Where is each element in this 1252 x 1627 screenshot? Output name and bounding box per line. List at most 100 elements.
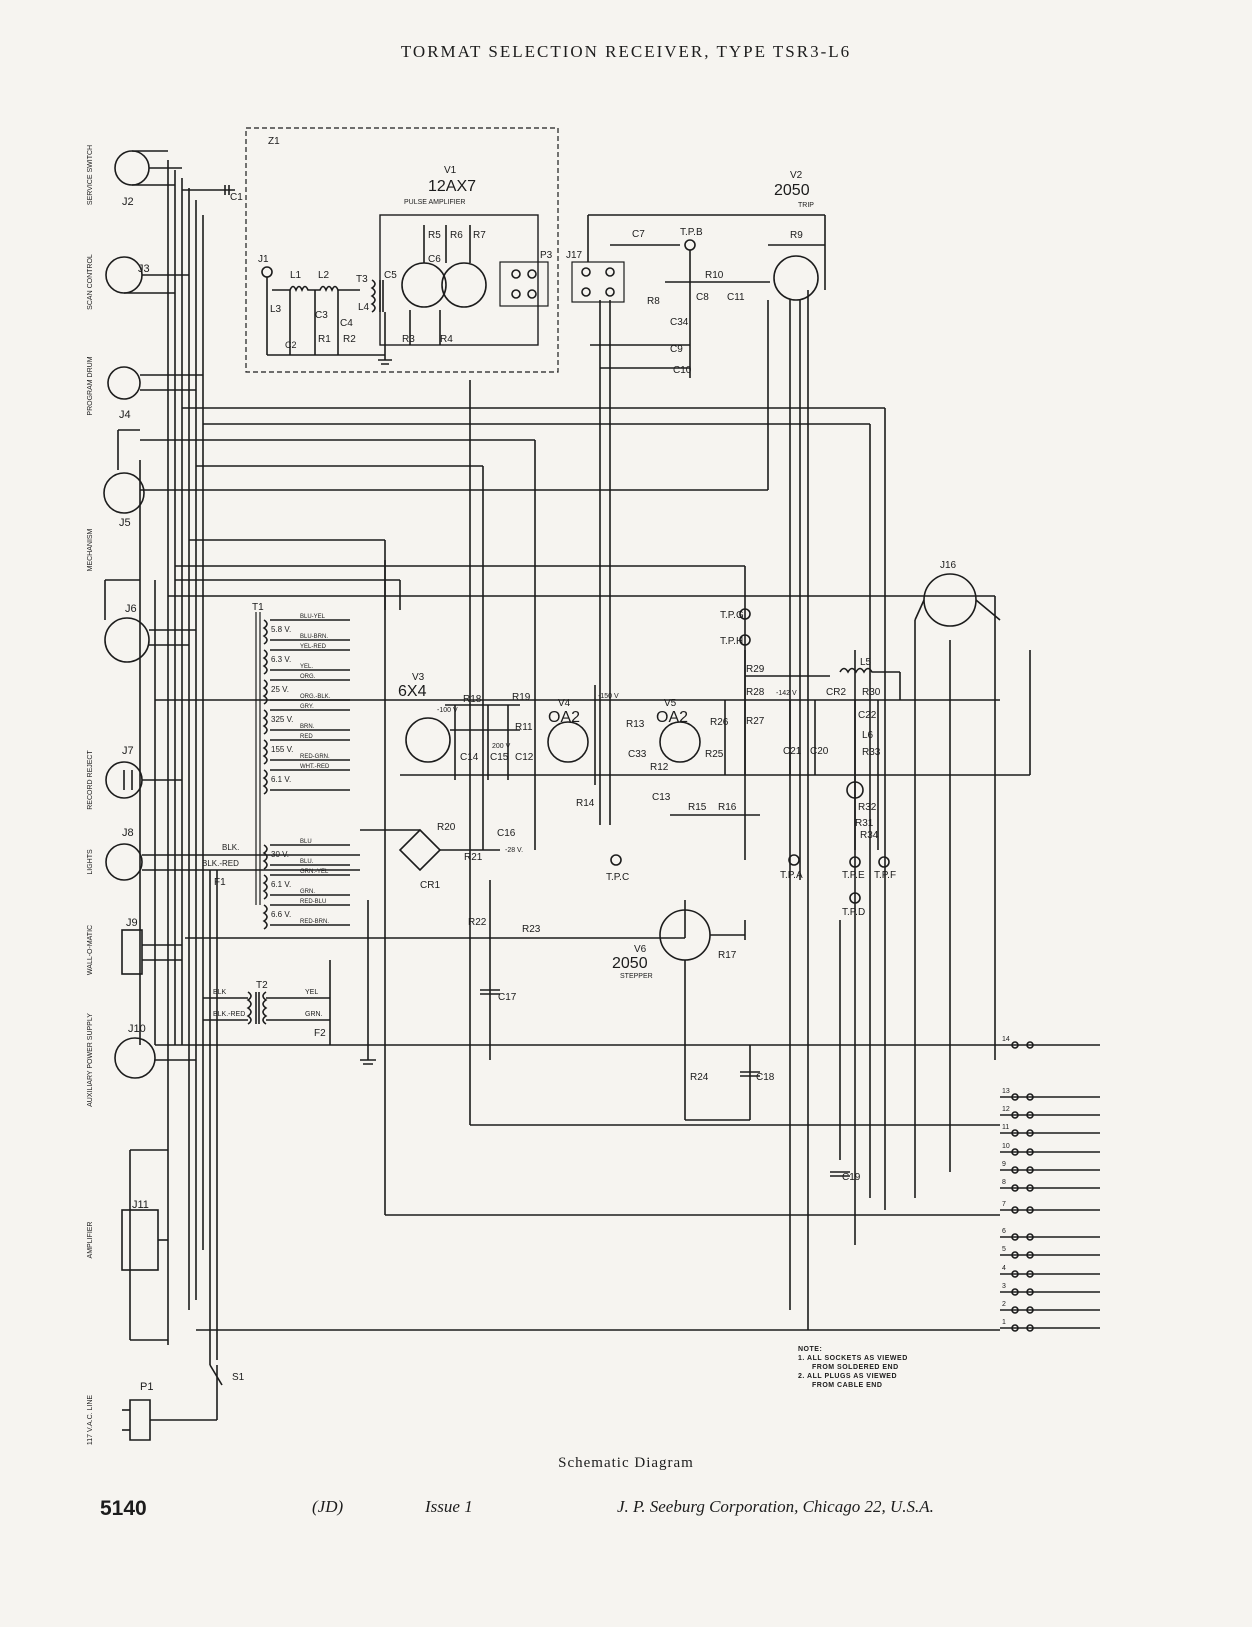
tpc-label: T.P.C — [606, 872, 629, 883]
label-auxiliary-power: AUXILIARY POWER SUPPLY — [87, 1013, 94, 1107]
j5-label: J5 — [119, 517, 131, 529]
j4-label: J4 — [119, 409, 131, 421]
c20-label: C20 — [810, 746, 829, 757]
t2-lead-blk: BLK — [213, 989, 227, 996]
v6-ref: V6 — [634, 944, 647, 955]
ground-symbol — [378, 359, 392, 365]
r28-label: R28 — [746, 687, 765, 698]
terminal-lug-b-9 — [1026, 1166, 1034, 1174]
v2-function: TRIP — [798, 202, 814, 209]
v2-type: 2050 — [774, 182, 810, 199]
r26-label: R26 — [710, 717, 729, 728]
winding-wire-a-1: YEL-RED — [300, 644, 327, 650]
r6-label: R6 — [450, 230, 463, 241]
r10-label: R10 — [705, 270, 724, 281]
f2-label: F2 — [314, 1028, 326, 1039]
v3-ref: V3 — [412, 672, 425, 683]
r29-label: R29 — [746, 664, 765, 675]
winding-wire-a-7: GRN.-YEL — [300, 869, 329, 875]
j6-socket — [104, 617, 150, 663]
r34-label: R34 — [860, 830, 879, 841]
r1-label: R1 — [318, 334, 331, 345]
winding-wire-a-4: RED — [300, 734, 313, 740]
c2-label: C2 — [285, 340, 297, 350]
terminal-lug-b-5 — [1026, 1251, 1034, 1259]
winding-voltage-4: 155 V. — [271, 745, 293, 754]
r13-label: R13 — [626, 719, 645, 730]
label-record-reject: RECORD REJECT — [87, 750, 94, 810]
winding-voltage-8: 6.6 V. — [271, 910, 291, 919]
terminal-number-8: 8 — [1002, 1179, 1006, 1186]
winding-7 — [262, 874, 350, 900]
note-line-2: 2. ALL PLUGS AS VIEWED — [798, 1373, 898, 1380]
note-block: NOTE: 1. ALL SOCKETS AS VIEWED FROM SOLD… — [798, 1345, 908, 1390]
winding-wire-a-0: BLU-YEL — [300, 614, 326, 620]
label-lights: LIGHTS — [87, 849, 94, 875]
p3-label: P3 — [540, 250, 553, 261]
j5-socket — [103, 472, 145, 514]
t2-lead-blkred: BLK.-RED — [213, 1011, 245, 1018]
winding-wire-b-1: YEL. — [300, 664, 313, 670]
winding-voltage-2: 25 V. — [271, 685, 289, 694]
terminal-lug-b-11 — [1026, 1129, 1034, 1137]
r23-label: R23 — [522, 924, 541, 935]
r9-label: R9 — [790, 230, 803, 241]
c7-label: C7 — [632, 229, 645, 240]
terminal-number-3: 3 — [1002, 1283, 1006, 1290]
terminal-lug-1 — [1011, 1324, 1019, 1332]
c34-label: C34 — [670, 317, 689, 328]
v2-ref: V2 — [790, 170, 803, 181]
j3-label: J3 — [138, 263, 150, 275]
l4-label: L4 — [358, 302, 370, 313]
winding-wire-b-3: BRN. — [300, 724, 315, 730]
j2-label: J2 — [122, 196, 134, 208]
terminal-number-11: 11 — [1002, 1124, 1009, 1131]
winding-voltage-5: 6.1 V. — [271, 775, 291, 784]
j4-socket — [107, 366, 141, 400]
r32-label: R32 — [858, 802, 877, 813]
winding-wire-b-7: GRN. — [300, 889, 315, 895]
l2-label: L2 — [318, 270, 330, 281]
terminal-lug-b-13 — [1026, 1093, 1034, 1101]
s1-label: S1 — [232, 1372, 245, 1383]
j17-socket — [571, 261, 625, 303]
winding-2 — [262, 679, 350, 705]
l5-label: L5 — [860, 657, 872, 668]
terminal-lug-14 — [1011, 1041, 1019, 1049]
winding-0 — [262, 619, 350, 645]
winding-1 — [262, 649, 350, 675]
terminal-number-13: 13 — [1002, 1088, 1010, 1095]
v4-tube — [547, 721, 589, 763]
winding-voltage-1: 6.3 V. — [271, 655, 291, 664]
terminal-lug-6 — [1011, 1233, 1019, 1241]
v6-type: 2050 — [612, 955, 648, 972]
terminal-lug-13 — [1011, 1093, 1019, 1101]
p1-label: P1 — [140, 1381, 153, 1393]
v1-function: PULSE AMPLIFIER — [404, 199, 465, 206]
terminal-lug-b-10 — [1026, 1148, 1034, 1156]
terminal-number-7: 7 — [1002, 1201, 1006, 1208]
r4-label: R4 — [440, 334, 453, 345]
j7-label: J7 — [122, 745, 134, 757]
c1-label: C1 — [230, 192, 243, 203]
label-mechanism: MECHANISM — [87, 528, 94, 571]
j16-socket — [923, 573, 977, 627]
p3-plug — [499, 261, 549, 307]
v3-type: 6X4 — [398, 683, 427, 700]
r16-label: R16 — [718, 802, 737, 813]
tpd-testpoint — [849, 892, 861, 904]
tpf-testpoint — [878, 856, 890, 868]
label-program-drum: PROGRAM DRUM — [87, 356, 94, 415]
j10-socket — [114, 1037, 156, 1079]
t1-label: T1 — [252, 602, 264, 613]
c9-label: C9 — [670, 344, 683, 355]
v1-ref: V1 — [444, 165, 457, 176]
j2-socket — [114, 150, 150, 186]
winding-voltage-6: 30 V. — [271, 850, 289, 859]
winding-5 — [262, 769, 350, 795]
f1-label: F1 — [214, 877, 226, 888]
c18-label: C18 — [756, 1072, 775, 1083]
terminal-lug-7 — [1011, 1206, 1019, 1214]
v6-function: STEPPER — [620, 973, 653, 980]
